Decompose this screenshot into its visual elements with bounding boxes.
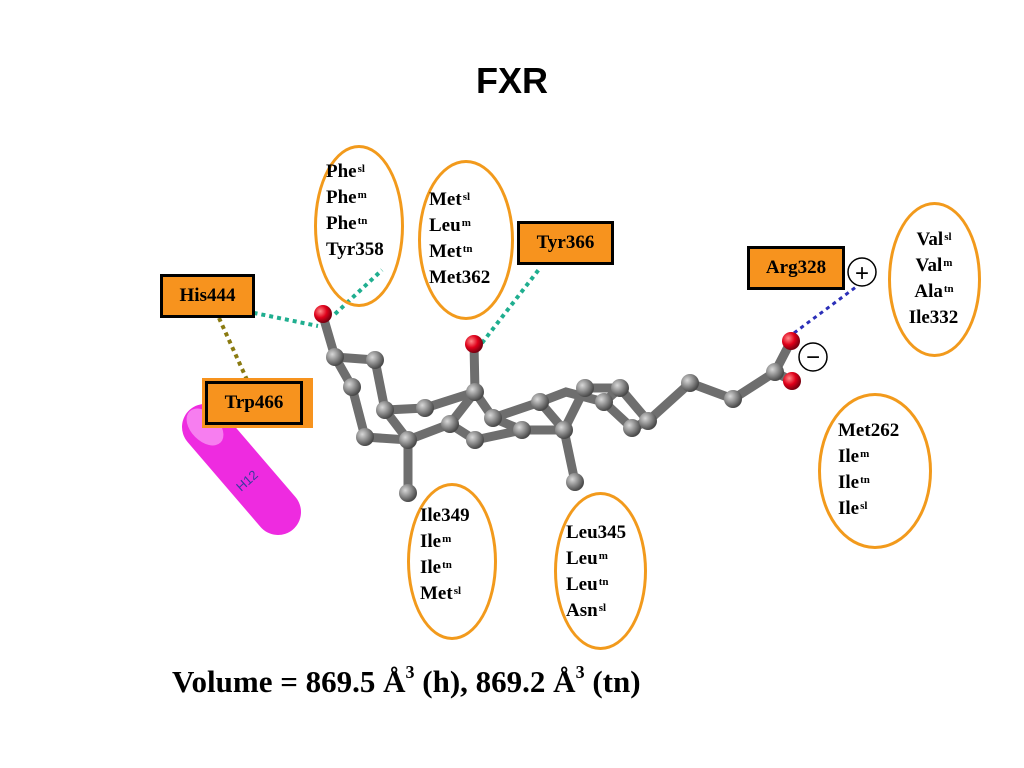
atom-carbon [441,415,459,433]
svg-text:−: − [806,344,820,371]
residue-entry: Met262 [838,420,900,441]
residue-oval-met262 [818,393,932,549]
figure-title: FXR [476,60,548,101]
atom-carbon [595,393,613,411]
hbond-his-trp [217,317,250,383]
residue-list-val: Valsl Valm Alatn Ile332 [900,227,968,331]
residue-box-his444: His444 [160,274,255,318]
atom-carbon [376,401,394,419]
residue-entry: Metsl [420,583,462,604]
atom-oxygen [465,335,483,353]
atom-carbon [399,484,417,502]
residue-box-trp466: Trp466 [205,381,303,425]
residue-entry: Alatn [914,281,954,302]
hbond-his444 [229,306,319,328]
atom-carbon [416,399,434,417]
residue-oval-phe [314,145,404,307]
residue-entry: Phem [326,187,367,208]
residue-entry: Leum [429,215,471,236]
atom-carbon [611,379,629,397]
atom-carbon [343,378,361,396]
positive-charge: + [847,257,877,287]
atom-oxygen [783,372,801,390]
residue-list-ile349: Ile349 Ilem Iletn Metsl [420,503,471,607]
atom-carbon [326,348,344,366]
residue-entry: Mettn [429,241,473,262]
residue-oval-val [888,202,981,357]
residue-box-tyr366: Tyr366 [517,221,614,265]
residue-entry: Valm [915,255,953,276]
atom-oxygen [782,332,800,350]
residue-entry: Ilesl [838,498,868,519]
atom-carbon [466,383,484,401]
atom-carbon [531,393,549,411]
atom-carbon [623,419,641,437]
residue-list-leu345: Leu345 Leum Leutn Asnsl [566,520,627,624]
ligand-bonds [318,311,795,498]
residue-entry: Asnsl [566,600,607,621]
svg-text:+: + [855,260,869,287]
atom-carbon [681,374,699,392]
atom-carbon [399,431,417,449]
atom-carbon [513,421,531,439]
residue-list-phe: Phesl Phem Phetn Tyr358 [326,159,385,263]
residue-entry: Valsl [916,229,952,250]
residue-entry: Phesl [326,161,365,182]
ligand-atoms [314,305,801,502]
atom-carbon [766,363,784,381]
atom-carbon [366,351,384,369]
residue-entry: Met362 [429,267,491,288]
atom-carbon [566,473,584,491]
atom-oxygen [314,305,332,323]
residue-entry: Ile332 [908,307,959,328]
atom-carbon [484,409,502,427]
atom-carbon [639,412,657,430]
residue-box-arg328: Arg328 [747,246,845,290]
volume-caption: Volume = 869.5 Å3 (h), 869.2 Å3 (tn) [172,662,641,699]
residue-entry: Phetn [326,213,368,234]
residue-oval-leu345 [554,492,647,650]
residue-oval-met [418,160,514,320]
salt-bridge-arg328 [793,285,857,335]
residue-entry: Metsl [429,189,471,210]
atom-carbon [555,421,573,439]
residue-list-met262: Met262 Ilem Iletn Ilesl [838,418,900,522]
residue-entry: Ilem [838,446,870,467]
residue-entry: Iletn [838,472,870,493]
atom-carbon [724,390,742,408]
residue-list-met: Metsl Leum Mettn Met362 [429,187,491,291]
residue-entry: Tyr358 [326,239,384,260]
atom-carbon [356,428,374,446]
residue-entry: Leum [566,548,608,569]
residue-entry: Ile349 [420,505,470,526]
residue-oval-ile349 [407,483,497,640]
residue-entry: Leutn [566,574,609,595]
atom-carbon [466,431,484,449]
negative-charge: − [798,342,828,372]
residue-entry: Iletn [420,557,452,578]
atom-carbon [576,379,594,397]
residue-entry: Ilem [420,531,452,552]
residue-entry: Leu345 [566,522,627,543]
